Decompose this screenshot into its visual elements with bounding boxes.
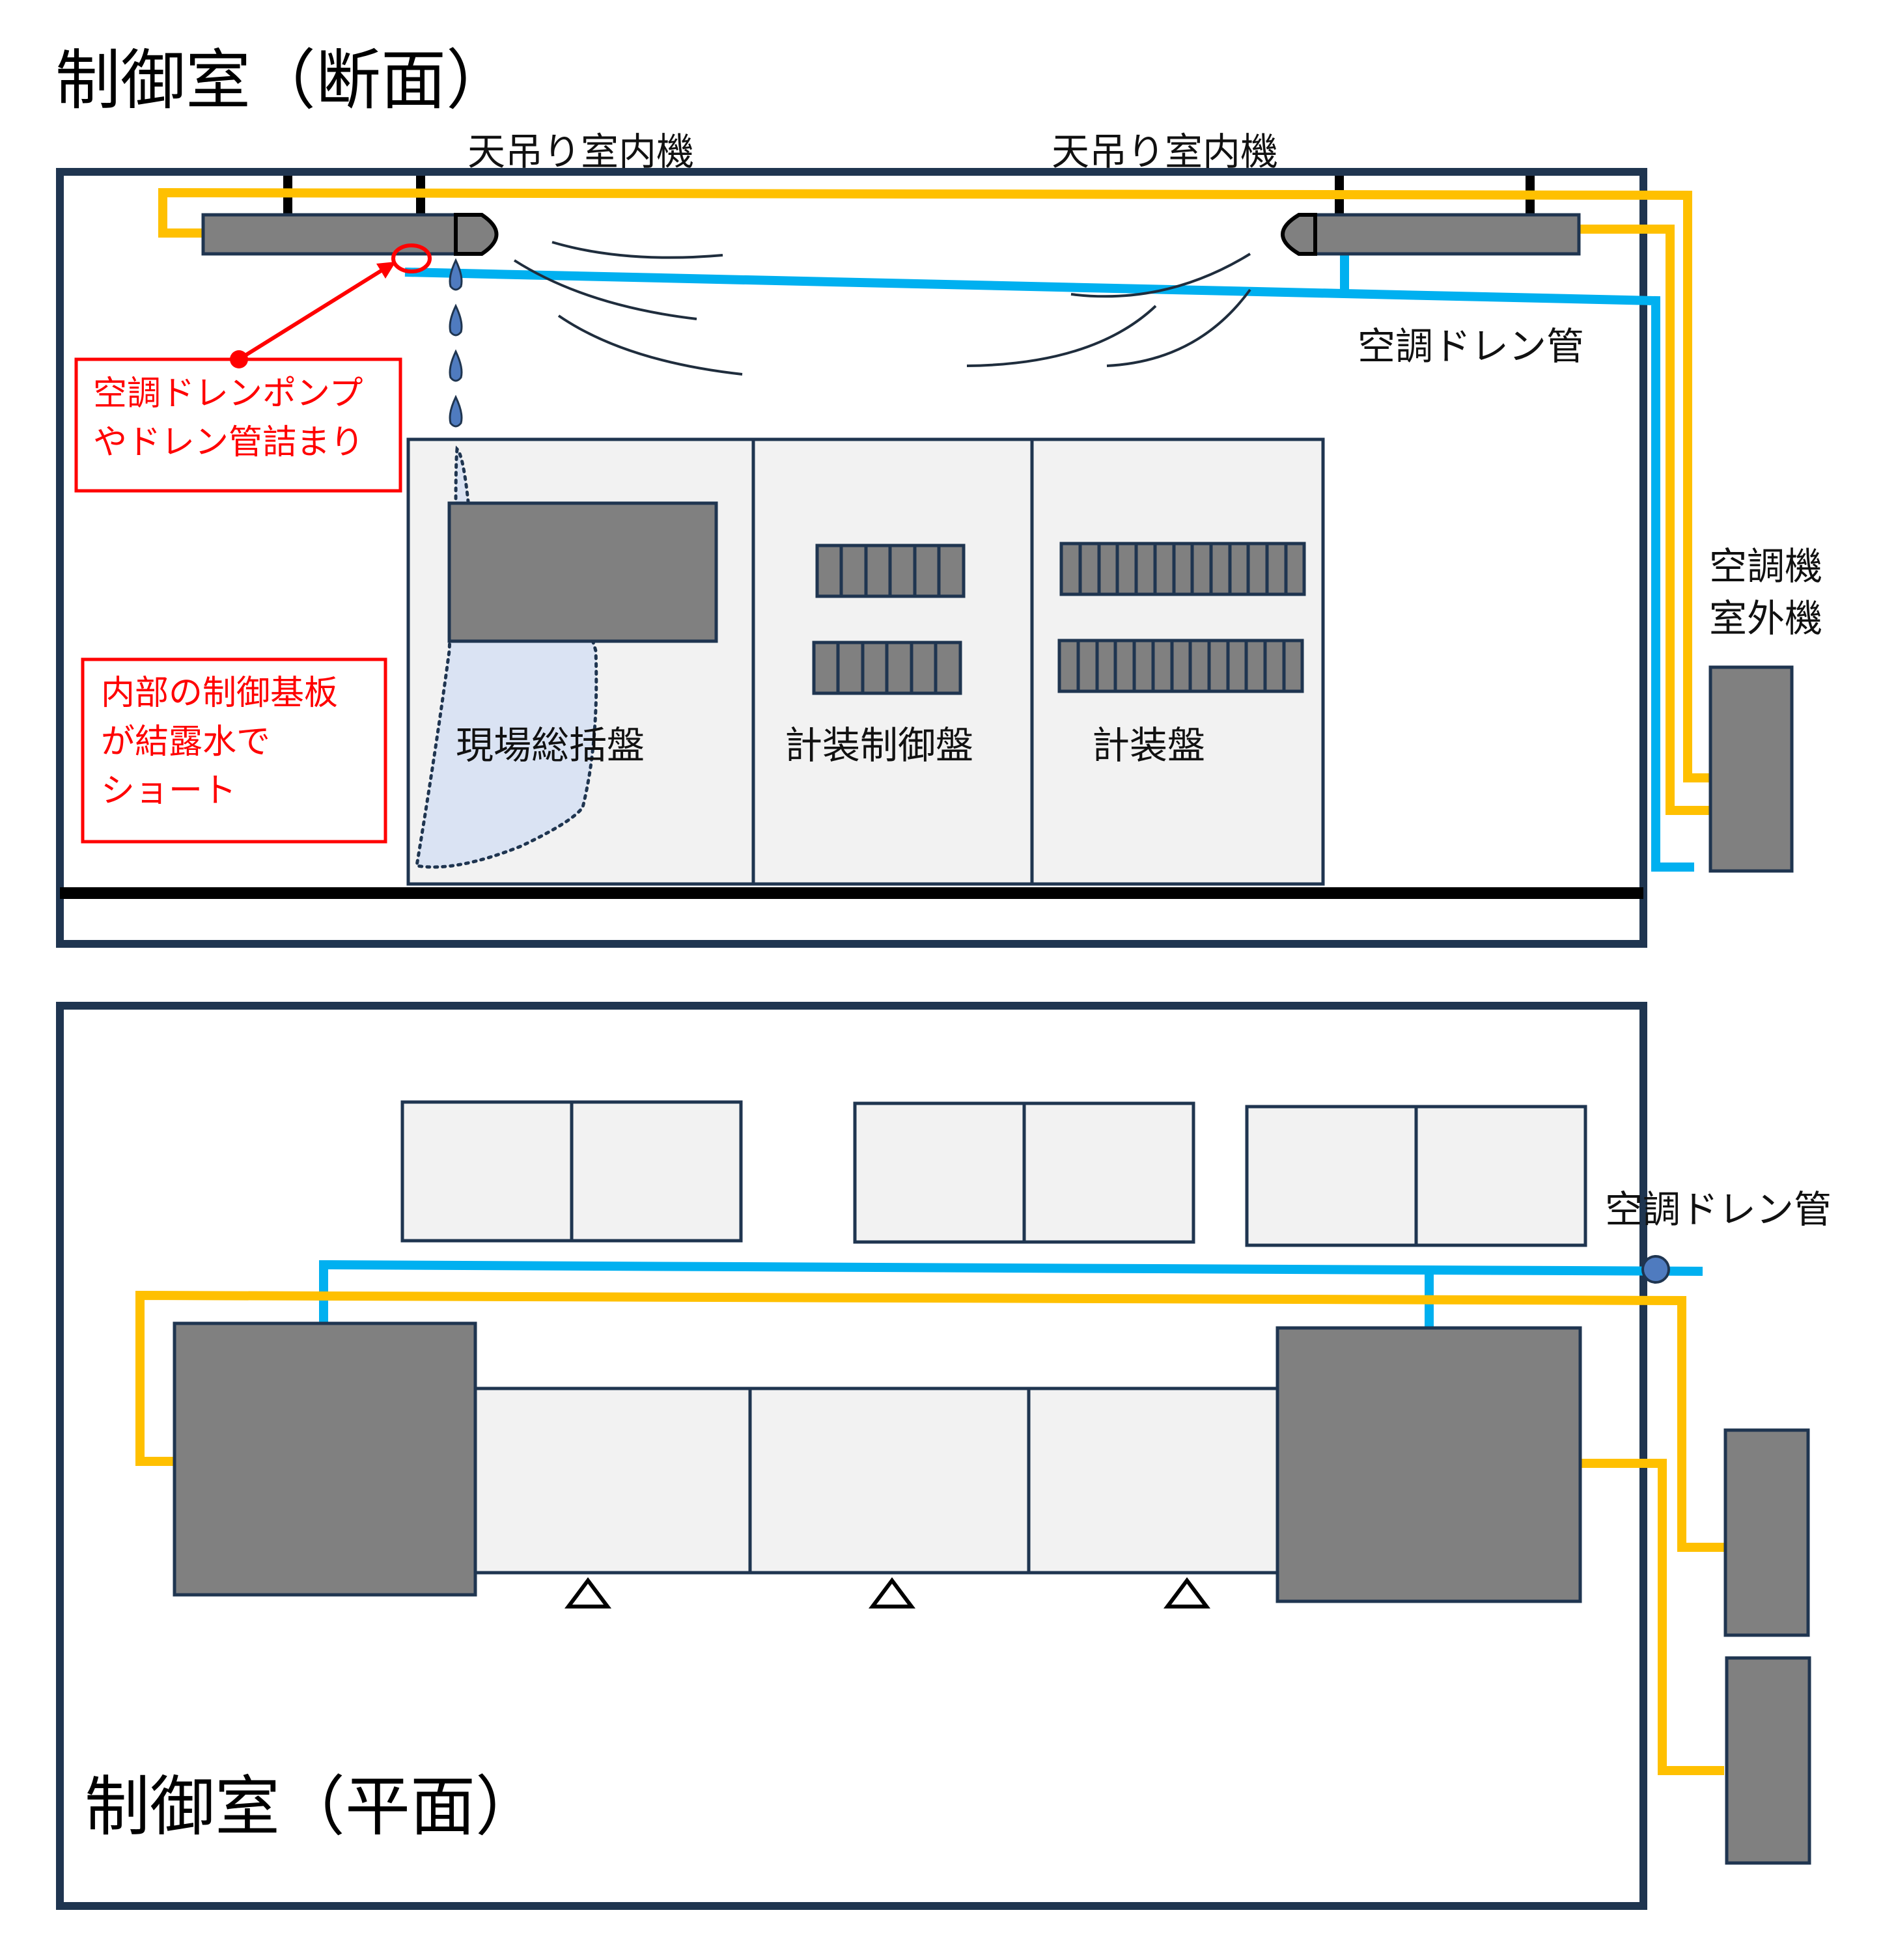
plan-back-panels xyxy=(400,1100,1587,1247)
plan-front-panels xyxy=(471,1387,1281,1575)
water-drops xyxy=(449,258,463,428)
section-refrigerant-pipe-right-unit xyxy=(1579,225,1711,815)
note-drain-line2: やドレン管詰まり xyxy=(93,423,364,462)
panel-1-label: 現場総括盤 xyxy=(456,723,645,767)
note-short-box xyxy=(81,657,387,844)
plan-drain-pipe-penetration xyxy=(1641,1255,1670,1284)
panel-3-meter-dividers xyxy=(1076,544,1288,691)
indoor-unit-right xyxy=(1281,213,1581,256)
outdoor-unit-label-line1: 空調機 xyxy=(1709,544,1822,588)
panel-3-meters xyxy=(1057,542,1306,693)
note-drain-arrow-origin xyxy=(230,350,248,368)
plan-outdoor-unit-2 xyxy=(1725,1656,1811,1865)
note-short-line1: 内部の制御基板 xyxy=(101,674,338,713)
outdoor-unit-label-line2: 室外機 xyxy=(1709,596,1822,641)
note-short-line3: ショート xyxy=(101,771,236,810)
note-drain-arrow xyxy=(238,267,385,361)
panel-2-meter-dividers xyxy=(836,545,941,693)
plan-drain-pipe-label: 空調ドレン管 xyxy=(1605,1187,1832,1232)
section-refrigerant-pipe-top xyxy=(158,187,1711,782)
section-drain-pipe-label: 空調ドレン管 xyxy=(1358,324,1584,368)
plan-indoor-unit-right xyxy=(1276,1326,1582,1603)
panel-2-label: 計装制御盤 xyxy=(785,723,973,767)
section-outdoor-unit xyxy=(1708,665,1794,873)
plan-view-title: 制御室（平面） xyxy=(85,1769,540,1845)
indoor-unit-label-right: 天吊り室内機 xyxy=(1052,130,1278,174)
indoor-unit-left xyxy=(201,213,499,256)
plan-refrigerant-pipe-left xyxy=(135,1290,1724,1552)
note-drain-arrowhead xyxy=(376,262,396,279)
section-drain-pipe xyxy=(404,268,1694,872)
plan-refrigerant-pipe-right xyxy=(1580,1459,1724,1775)
plan-drain-pipe xyxy=(319,1260,1703,1323)
section-view-title: 制御室（断面） xyxy=(55,42,511,118)
plan-outdoor-unit-1 xyxy=(1723,1428,1810,1637)
plan-operator-markers xyxy=(565,1577,1210,1608)
leak-spot-marker xyxy=(391,243,432,273)
airflow-lines xyxy=(513,241,1251,376)
panel-1-display xyxy=(447,501,718,643)
note-short-line2: が結露水で xyxy=(101,723,270,762)
note-drain-box xyxy=(74,357,402,493)
indoor-unit-label-left: 天吊り室内機 xyxy=(467,130,694,174)
note-drain-line1: 空調ドレンポンプ xyxy=(93,374,363,413)
panel-3-label: 計装盤 xyxy=(1092,723,1205,767)
plan-indoor-unit-left xyxy=(173,1321,477,1597)
